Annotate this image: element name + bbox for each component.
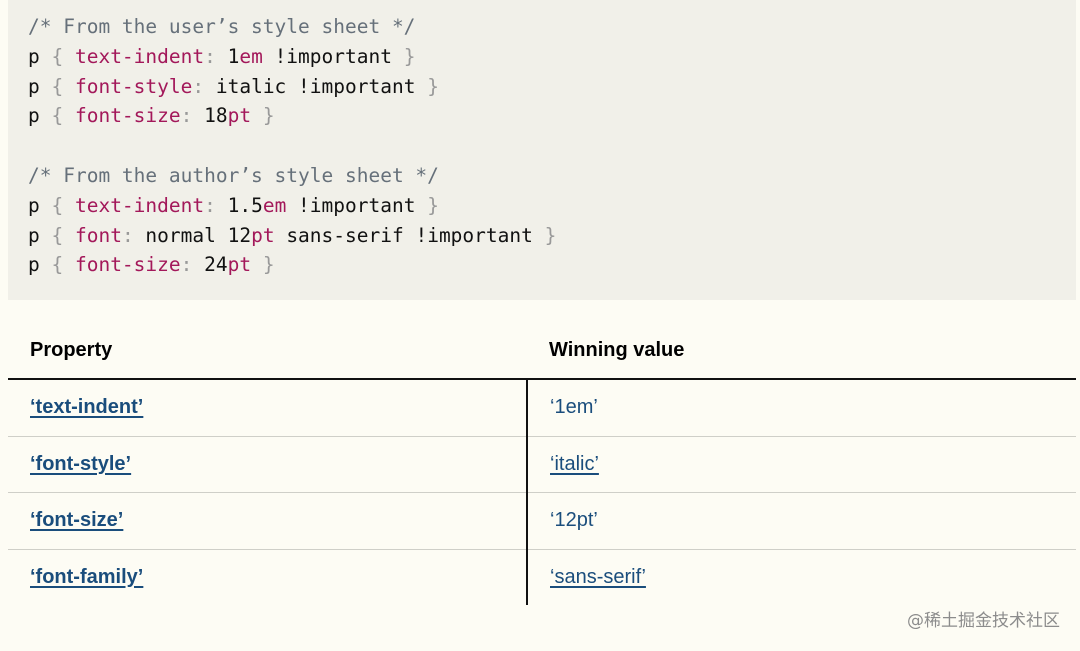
code-token-unit: em	[239, 44, 263, 68]
property-link-font-family[interactable]: ‘font-family’	[30, 565, 144, 588]
code-line: p { font-size: 18pt }	[28, 101, 1076, 131]
code-token-plain: p	[28, 44, 52, 68]
value-cell: ‘12pt’	[527, 492, 1076, 550]
code-line: p { font-style: italic !important }	[28, 72, 1076, 102]
code-line: p { font-size: 24pt }	[28, 250, 1076, 280]
code-token-plain: 18	[204, 104, 228, 128]
code-token-punct: }	[262, 104, 275, 128]
code-token-prop: font-size	[74, 253, 181, 277]
code-token-unit: em	[262, 193, 287, 217]
code-token-punct: :	[204, 193, 228, 217]
code-token-prop: font	[74, 223, 122, 247]
code-comment-line: /* From the author’s style sheet */	[28, 161, 1076, 191]
code-block: /* From the user’s style sheet */ p { tex…	[8, 0, 1076, 300]
code-token-punct: }	[427, 193, 439, 217]
property-cell: ‘font-size’	[8, 492, 528, 550]
code-token-punct: :	[180, 253, 205, 277]
code-token-plain: !important	[286, 193, 428, 217]
code-comment-line: /* From the user’s style sheet */	[28, 12, 1076, 42]
code-token-prop: text-indent	[74, 44, 205, 68]
code-token-plain: p	[28, 223, 52, 247]
code-token-unit: pt	[227, 104, 252, 128]
header-property: Property	[8, 322, 527, 380]
code-token-punct: :	[204, 44, 228, 68]
code-token-punct: {	[51, 223, 75, 247]
code-token-comment: /* From the author’s style sheet */	[28, 163, 439, 187]
code-token-punct: }	[427, 74, 439, 98]
code-token-plain: p	[28, 74, 52, 98]
code-token-punct: }	[544, 223, 557, 247]
value-text: ‘12pt’	[550, 509, 598, 532]
value-text: ‘1em’	[550, 396, 598, 419]
property-link-text-indent[interactable]: ‘text-indent’	[30, 396, 144, 419]
table-row: ‘text-indent’ ‘1em’	[8, 379, 1076, 437]
code-token-punct: :	[180, 104, 205, 128]
code-token-plain	[251, 253, 263, 276]
code-line: p { text-indent: 1.5em !important }	[28, 191, 1076, 221]
property-link-font-size[interactable]: ‘font-size’	[30, 509, 124, 532]
code-line	[28, 131, 1076, 161]
value-cell: ‘1em’	[527, 379, 1076, 437]
code-token-plain: 1	[227, 44, 240, 68]
value-cell: ‘italic’	[527, 436, 1076, 493]
code-token-punct: {	[51, 104, 75, 128]
property-cell: ‘text-indent’	[8, 379, 528, 437]
code-token-plain: 1.5	[227, 193, 263, 217]
property-cell: ‘font-style’	[8, 436, 528, 493]
code-token-punct: {	[51, 253, 75, 277]
code-token-unit: pt	[251, 223, 275, 247]
code-token-plain: sans-serif !important	[274, 223, 545, 247]
value-cell: ‘sans-serif’	[527, 549, 1076, 605]
code-token-plain: 24	[204, 253, 228, 277]
code-token-punct: }	[262, 253, 275, 277]
code-token-plain: italic !important	[215, 74, 428, 98]
code-token-prop: font-style	[74, 74, 193, 98]
code-token-plain: p	[28, 193, 52, 217]
table-row: ‘font-style’ ‘italic’	[8, 436, 1076, 493]
property-link-font-style[interactable]: ‘font-style’	[30, 452, 132, 475]
table-header-row: Property Winning value	[8, 322, 1076, 380]
code-token-unit: pt	[227, 253, 252, 277]
code-token-comment: /* From the user’s style sheet */	[28, 15, 416, 38]
code-token-punct: {	[51, 193, 75, 217]
code-token-plain: p	[28, 104, 52, 128]
code-token-punct: }	[403, 44, 416, 68]
code-token-punct: {	[51, 74, 75, 98]
code-token-prop: font-size	[74, 104, 181, 128]
cascade-table: Property Winning value ‘text-indent’ ‘1e…	[8, 322, 1076, 605]
code-token-plain: p	[28, 253, 52, 277]
code-line: p { text-indent: 1em !important }	[28, 42, 1076, 72]
code-token-prop: text-indent	[74, 193, 205, 217]
property-cell: ‘font-family’	[8, 549, 528, 605]
code-line: p { font: normal 12pt sans-serif !import…	[28, 221, 1076, 251]
code-token-punct: :	[121, 223, 146, 247]
cascade-table-wrap: Property Winning value ‘text-indent’ ‘1e…	[8, 322, 1076, 605]
code-token-plain	[251, 104, 263, 127]
value-link-italic[interactable]: ‘italic’	[550, 452, 599, 475]
code-token-punct: {	[51, 44, 75, 68]
watermark: @稀土掘金技术社区	[907, 611, 1060, 631]
code-token-punct: :	[192, 74, 216, 98]
table-row: ‘font-family’ ‘sans-serif’	[8, 549, 1076, 605]
code-token-plain: normal 12	[145, 223, 252, 247]
header-winning-value: Winning value	[527, 322, 1076, 380]
table-row: ‘font-size’ ‘12pt’	[8, 492, 1076, 550]
code-token-plain: !important	[262, 44, 404, 68]
value-link-sans-serif[interactable]: ‘sans-serif’	[550, 565, 646, 588]
